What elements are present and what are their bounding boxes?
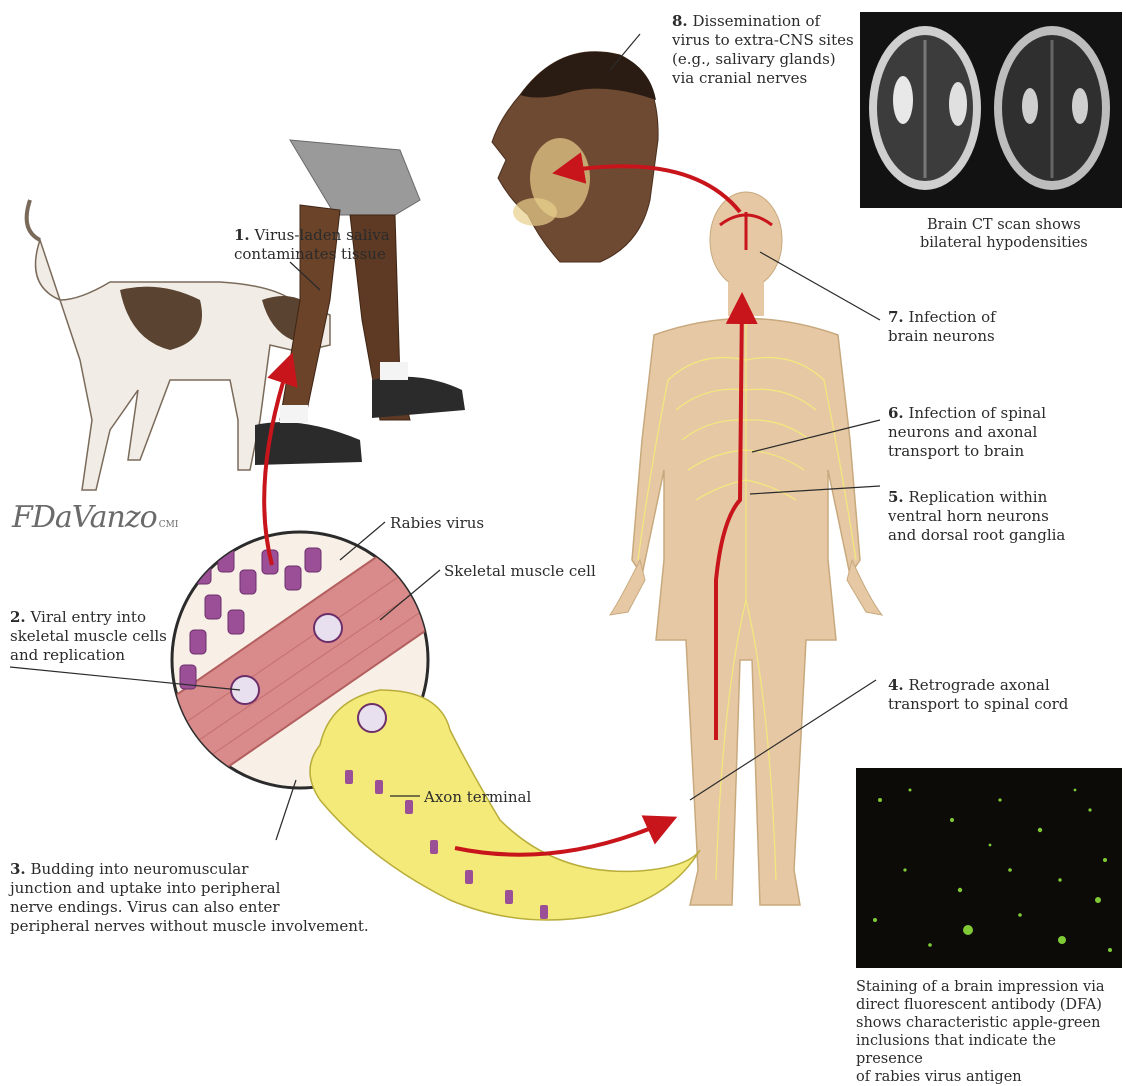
step-text: Dissemination of virus to extra-CNS site… xyxy=(672,12,854,87)
human-head xyxy=(492,52,658,262)
step-number: 4. xyxy=(888,676,904,694)
step-text: Infection of brain neurons xyxy=(888,308,996,345)
brain-ct-scan xyxy=(860,12,1122,208)
axon-terminal-tag: Axon terminal xyxy=(424,788,531,806)
human-body xyxy=(610,192,882,905)
ct-caption: Brain CT scan shows bilateral hypodensit… xyxy=(920,216,1088,252)
step-3-label: 3. Budding into neuromuscular junction a… xyxy=(10,860,369,936)
dfa-micrograph xyxy=(856,768,1122,968)
step-2-label: 2. Viral entry into skeletal muscle cell… xyxy=(10,608,167,665)
signature-suffix: CMI xyxy=(159,520,179,530)
step-text: Viral entry into skeletal muscle cells a… xyxy=(10,608,167,664)
step-7-label: 7. Infection of brain neurons xyxy=(888,308,996,346)
step-number: 2. xyxy=(10,608,26,626)
step-number: 5. xyxy=(888,488,904,506)
step-1-label: 1. Virus-laden saliva contaminates tissu… xyxy=(234,226,390,264)
step-text: Virus-laden saliva contaminates tissue xyxy=(234,226,390,263)
rabies-virus-tag: Rabies virus xyxy=(390,514,484,532)
step-6-label: 6. Infection of spinal neurons and axona… xyxy=(888,404,1046,461)
step-number: 1. xyxy=(234,226,250,244)
step-8-label: 8. Dissemination of virus to extra-CNS s… xyxy=(672,12,854,88)
step-5-label: 5. Replication within ventral horn neuro… xyxy=(888,488,1065,545)
step-text: Replication within ventral horn neurons … xyxy=(888,488,1065,544)
step-text: Infection of spinal neurons and axonal t… xyxy=(888,404,1046,460)
signature-name: FDaVanzo xyxy=(12,500,157,535)
skeletal-muscle-tag: Skeletal muscle cell xyxy=(444,562,596,580)
step-number: 6. xyxy=(888,404,904,422)
step-number: 7. xyxy=(888,308,904,326)
step-text: Budding into neuromuscular junction and … xyxy=(10,860,369,935)
step-4-label: 4. Retrograde axonal transport to spinal… xyxy=(888,676,1068,714)
step-number: 3. xyxy=(10,860,26,878)
step-number: 8. xyxy=(672,12,688,30)
step-text: Retrograde axonal transport to spinal co… xyxy=(888,676,1068,713)
dfa-caption: Staining of a brain impression via direc… xyxy=(856,978,1126,1086)
